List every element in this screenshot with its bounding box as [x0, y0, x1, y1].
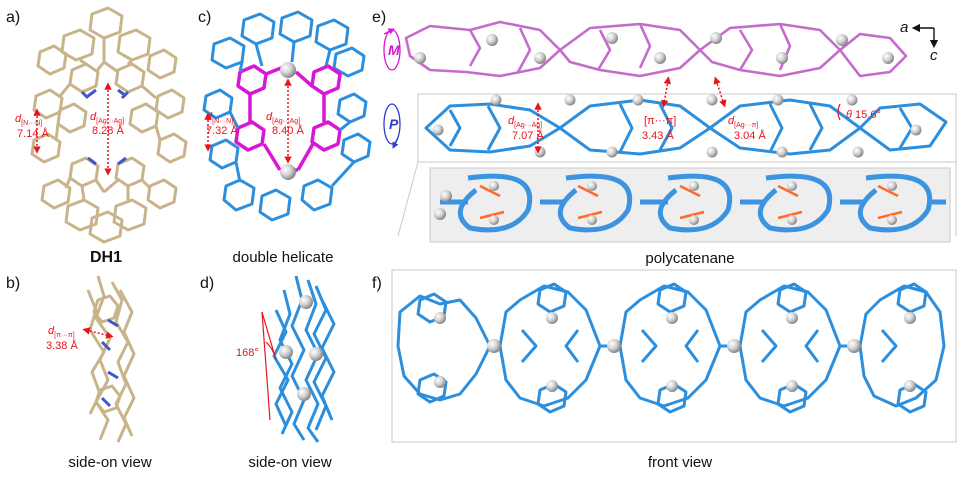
panel-c: c) d[N···N] 7.32 Å d[Ag··	[198, 9, 372, 266]
front-view-frame	[391, 269, 957, 443]
a-dagag-value: 8.28 Å	[92, 124, 124, 137]
c-dnn-value: 7.32 Å	[206, 124, 238, 137]
svg-text:d[Ag···Ag]: d[Ag···Ag]	[508, 115, 542, 129]
helix-m-label: M	[388, 42, 400, 58]
blue-layer-frame	[417, 93, 957, 163]
svg-text:d[N···N]: d[N···N]	[206, 111, 233, 125]
svg-text:d[Ag···Ag]: d[Ag···Ag]	[90, 111, 124, 125]
panel-b-label: b)	[6, 275, 20, 292]
axis-c-label: c	[930, 47, 938, 64]
a-dnn-sub: [N···N]	[21, 120, 42, 127]
panel-b: b) d[π···π] 3.38 Å side-on view	[6, 275, 152, 471]
panel-a-label: a)	[6, 9, 20, 26]
panel-f-label: f)	[372, 275, 382, 292]
e-d1-sub: [Ag···Ag]	[514, 122, 542, 129]
a-dnn-prefix: d	[15, 113, 22, 125]
svg-text:d[N···N]: d[N···N]	[15, 113, 42, 127]
purple-layer	[404, 20, 908, 78]
panel-e-label: e)	[372, 9, 386, 26]
e-d2-value: 3.43 Å	[642, 129, 674, 142]
panel-e: e) a c M P	[372, 9, 957, 267]
svg-text:d[Ag···π]: d[Ag···π]	[728, 115, 758, 129]
polycatenane-schematic	[440, 173, 946, 233]
panel-c-label: c)	[198, 9, 211, 26]
axis-a-label: a	[900, 19, 908, 36]
e-d1-prefix: d	[508, 115, 515, 127]
svg-text:d[π···π]: d[π···π]	[48, 325, 75, 339]
c-dnn-sub: [N···N]	[212, 118, 233, 125]
panel-e-caption: polycatenane	[645, 250, 734, 267]
side-on-structure-b	[86, 275, 136, 443]
e-theta-value: 15.6°	[855, 109, 881, 121]
panel-d-label: d)	[200, 275, 214, 292]
panel-c-caption: double helicate	[233, 249, 334, 266]
c-dnn-prefix: d	[206, 111, 213, 123]
panel-d-caption: side-on view	[248, 454, 332, 471]
e-d3-prefix: d	[728, 115, 735, 127]
e-d2-label: [π···π]	[644, 115, 676, 127]
e-d3-value: 3.04 Å	[734, 129, 766, 142]
b-dpp-prefix: d	[48, 325, 55, 337]
e-d3-sub: [Ag···π]	[734, 122, 758, 129]
svg-text:d[Ag···Ag]: d[Ag···Ag]	[266, 111, 300, 125]
e-theta-label: θ	[846, 109, 852, 121]
svg-text:θ 15.6°: θ 15.6°	[846, 109, 881, 121]
dh1-structure	[30, 6, 188, 244]
d-angle: 168°	[236, 347, 259, 359]
panel-a-caption: DH1	[90, 249, 122, 266]
c-dagag-sub: [Ag···Ag]	[272, 118, 300, 125]
a-dnn-value: 7.14 Å	[17, 127, 49, 140]
axis-indicator: a c	[900, 19, 939, 64]
panel-a: a)	[6, 6, 188, 266]
e-d1-value: 7.07 Å	[512, 129, 544, 142]
c-dagag-prefix: d	[266, 111, 273, 123]
panel-f: f)	[372, 269, 957, 471]
a-dagag-prefix: d	[90, 111, 97, 123]
panel-f-caption: front view	[648, 454, 712, 471]
helix-p-indicator: P	[383, 103, 401, 149]
panel-d: d) 168° side-on view	[200, 275, 336, 471]
b-dpp-value: 3.38 Å	[46, 339, 78, 352]
c-dagag-value: 8.40 Å	[272, 124, 304, 137]
front-view-chain	[396, 282, 946, 414]
a-dagag-sub: [Ag···Ag]	[96, 118, 124, 125]
b-dpp-sub: [π···π]	[54, 332, 75, 339]
double-helicate-structure	[202, 10, 372, 222]
helix-p-label: P	[389, 116, 399, 132]
helix-m-indicator: M	[383, 28, 401, 71]
panel-b-caption: side-on view	[68, 454, 152, 471]
